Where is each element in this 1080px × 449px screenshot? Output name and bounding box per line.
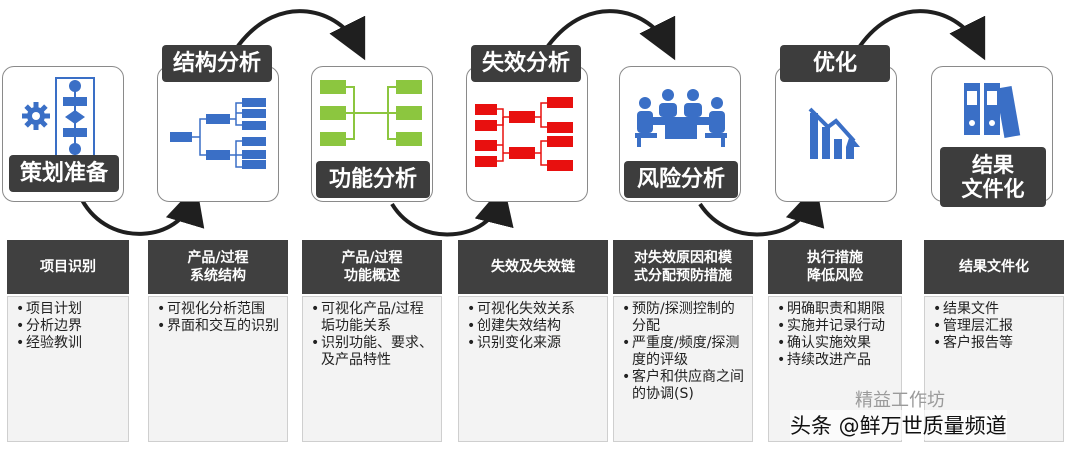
list-item: 经验教训: [16, 335, 122, 352]
list-item: 界面和交互的识别: [157, 318, 281, 335]
stage-header-5: 对失效原因和模 式分配预防措施: [613, 240, 753, 294]
flowchart-icon: [55, 77, 95, 163]
stage-header-6: 执行措施 降低风险: [768, 240, 902, 294]
stage-label-function: 功能分析: [316, 161, 430, 199]
list-item: 预防/探测控制的分配: [622, 301, 746, 335]
structure-tree-icon: [170, 98, 266, 169]
stage-header-4: 失效及失效链: [458, 240, 608, 294]
stage-body-5: 预防/探测控制的分配 严重度/频度/探测度的评级 客户和供应商之间的协调(S): [613, 296, 753, 442]
stage-label-optimize: 优化: [780, 45, 890, 83]
list-item: 明确职责和期限: [777, 301, 895, 318]
stage-card-function: 功能分析: [311, 66, 433, 202]
arrow-1-2: [80, 184, 205, 236]
arrow-2-3: [236, 9, 366, 61]
stage-header-1: 项目识别: [7, 240, 129, 294]
stage-card-planning: 策划准备: [2, 66, 124, 202]
stage-label-documentation: 结果 文件化: [940, 147, 1046, 208]
stage-label-failure: 失效分析: [471, 45, 581, 83]
list-item: 确认实施效果: [777, 335, 895, 352]
gear-icon: [22, 102, 50, 130]
meeting-icon: [635, 89, 727, 147]
stage-body-1: 项目计划 分析边界 经验教训: [7, 296, 129, 442]
stage-body-4: 可视化失效关系 创建失效结构 识别变化来源: [458, 296, 608, 442]
stage-card-structure: 结构分析: [157, 45, 279, 202]
stage-body-3: 可视化产品/过程垢功能关系 识别功能、要求、及产品特性: [302, 296, 442, 442]
stage-header-2: 产品/过程 系统结构: [148, 240, 288, 294]
list-item: 持续改进产品: [777, 352, 895, 369]
arrow-6-7: [858, 9, 986, 61]
wechat-watermark: 精益工作坊: [855, 390, 945, 411]
list-item: 可视化分析范围: [157, 301, 281, 318]
stage-header-7: 结果文件化: [924, 240, 1064, 294]
failure-tree-icon: [475, 97, 573, 171]
list-item: 可视化失效关系: [467, 301, 601, 318]
list-item: 严重度/频度/探测度的评级: [622, 335, 746, 369]
stage-card-documentation: 结果 文件化: [931, 66, 1053, 208]
stage-card-optimize: 优化: [775, 45, 897, 202]
arrow-4-5: [546, 9, 676, 61]
stage-label-structure: 结构分析: [162, 45, 272, 83]
binders-icon: [964, 83, 1021, 139]
stage-card-failure: 失效分析: [466, 45, 588, 202]
list-item: 实施并记录行动: [777, 318, 895, 335]
list-item: 可视化产品/过程垢功能关系: [311, 301, 435, 335]
list-item: 识别变化来源: [467, 335, 601, 352]
list-item: 分析边界: [16, 318, 122, 335]
toutiao-watermark: 头条 @鲜万世质量频道: [790, 410, 1007, 440]
arrow-5-6: [698, 184, 825, 237]
list-item: 结果文件: [933, 301, 1057, 318]
list-item: 项目计划: [16, 301, 122, 318]
stage-card-risk: 风险分析: [619, 66, 741, 202]
list-item: 客户和供应商之间的协调(S): [622, 369, 746, 403]
stage-body-2: 可视化分析范围 界面和交互的识别: [148, 296, 288, 442]
arrow-3-4: [390, 184, 514, 237]
list-item: 客户报告等: [933, 335, 1057, 352]
list-item: 管理层汇报: [933, 318, 1057, 335]
stage-label-risk: 风险分析: [624, 161, 738, 199]
stage-label-planning: 策划准备: [9, 155, 119, 193]
list-item: 识别功能、要求、及产品特性: [311, 335, 435, 369]
decline-chart-icon: [808, 107, 860, 159]
list-item: 创建失效结构: [467, 318, 601, 335]
function-diagram-icon: [320, 80, 422, 146]
stage-header-3: 产品/过程 功能概述: [302, 240, 442, 294]
